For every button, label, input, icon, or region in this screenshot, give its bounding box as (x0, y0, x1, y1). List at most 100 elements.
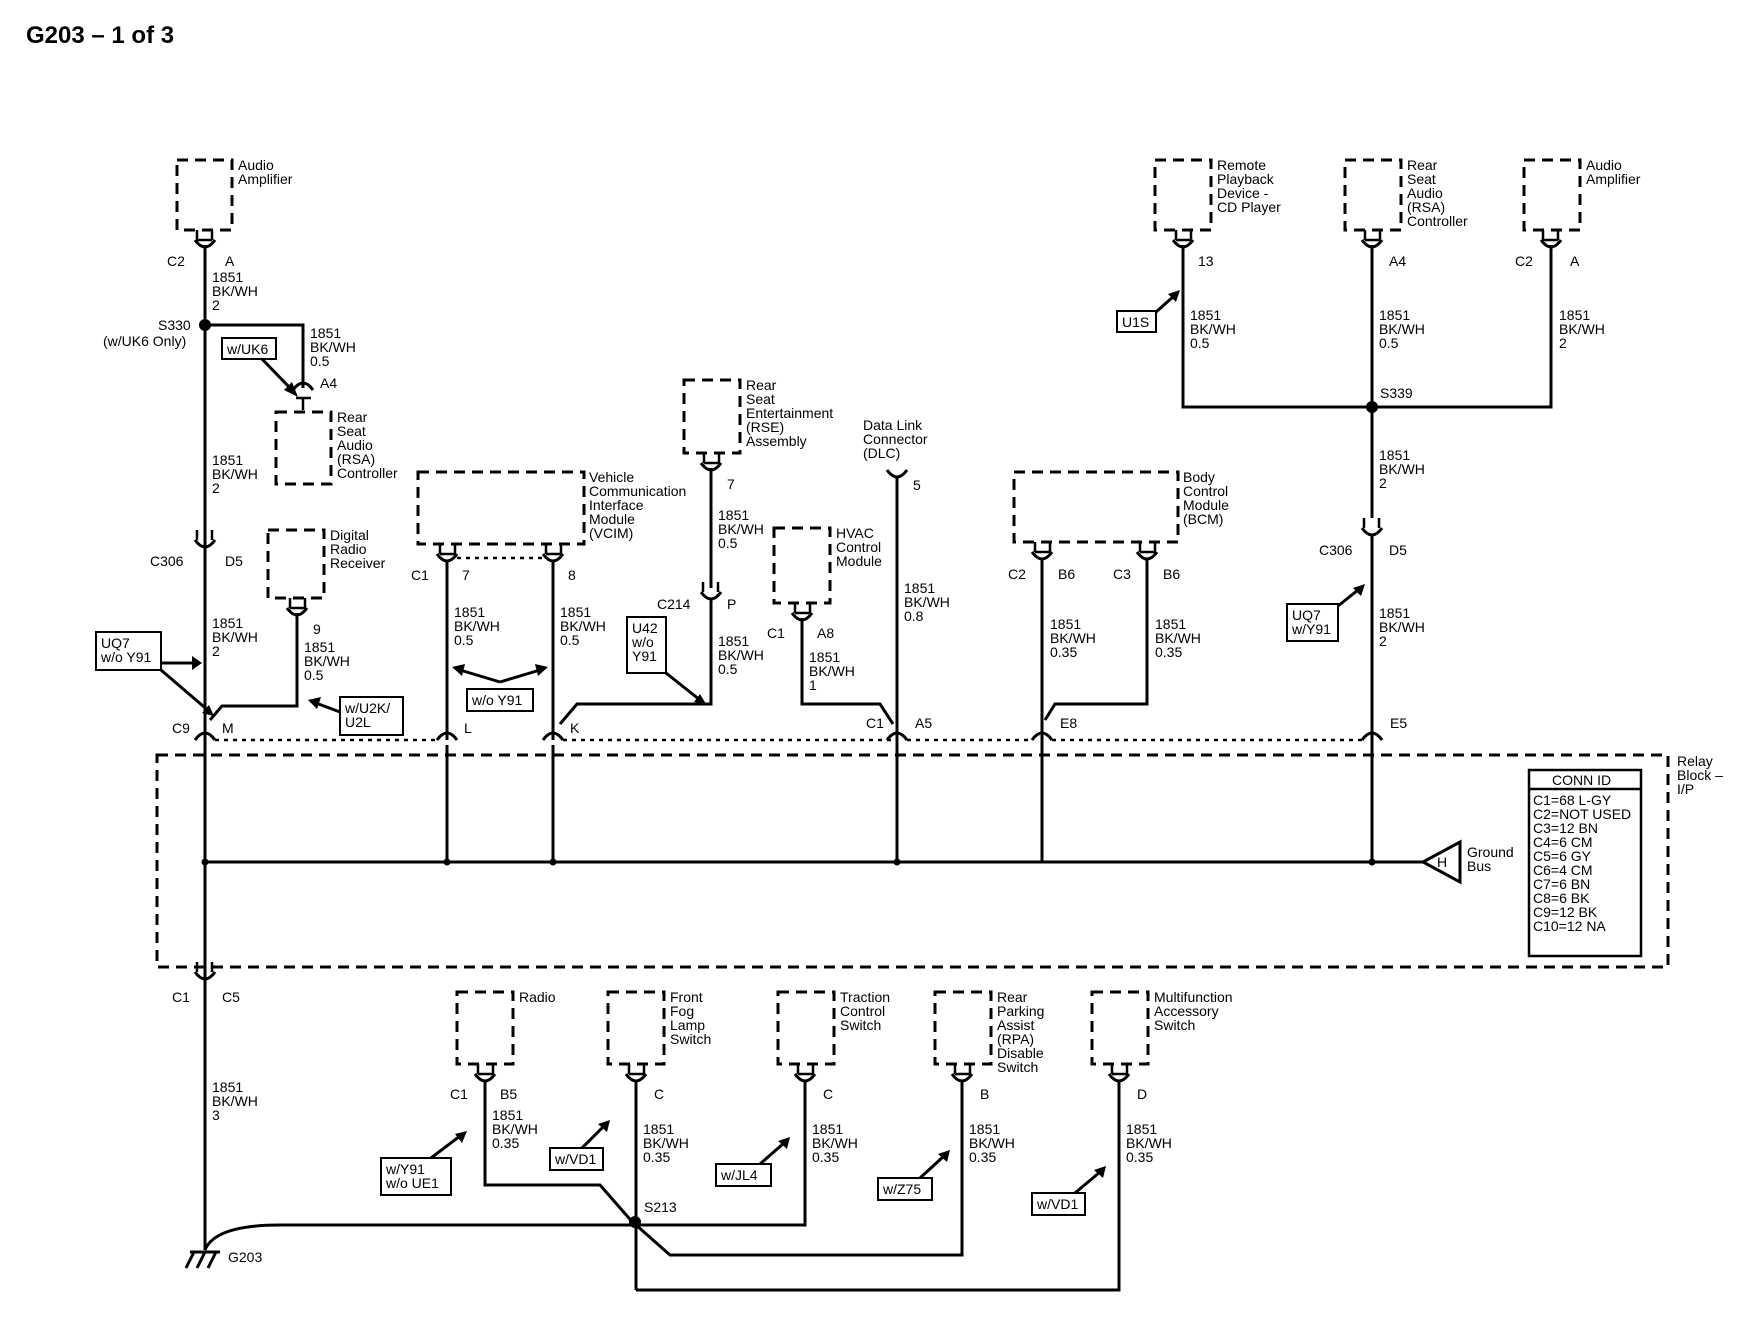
option-u1s: U1S (1116, 310, 1157, 333)
pin-p-label: P (727, 596, 736, 612)
ground-g203-label: G203 (228, 1249, 262, 1265)
pin-c5-label: C5 (222, 989, 240, 1005)
relay-block-ip (155, 753, 1670, 969)
option-wo-y91: w/o Y91 (466, 688, 534, 712)
pin-h-label: H (1437, 854, 1447, 870)
option-uk6: w/UK6 (221, 337, 277, 360)
a5-c1-label: C1 (866, 715, 884, 731)
wire-hvac-to-a5 (800, 618, 895, 725)
diagram-title: G203 – 1 of 3 (26, 22, 174, 49)
svg-text:w/VD1: w/VD1 (1036, 1196, 1078, 1212)
connector-c9-m (193, 731, 217, 741)
pin-a5-label: A5 (915, 715, 932, 731)
bcm-c3-label: C3 (1113, 566, 1131, 582)
pin-m-label: M (222, 720, 234, 736)
wire-drr-to-c9 (208, 613, 299, 721)
conn-id-header: CONN ID (1552, 772, 1611, 788)
splice-s213 (629, 1216, 641, 1228)
arrow-y91-wo-ue1-head (455, 1131, 467, 1143)
bottom-c1-label: C1 (172, 989, 190, 1005)
option-vd1-fog: w/VD1 (549, 1147, 604, 1171)
pin-b5-label: B5 (500, 1086, 517, 1102)
ground-g203-hatch (184, 1251, 218, 1269)
multifunction-terminal (1110, 1064, 1129, 1076)
bus-node-a5 (893, 858, 901, 866)
pin-d5-right: D5 (1389, 542, 1407, 558)
rsa-right-terminal (1363, 230, 1382, 242)
bus-node-m (201, 858, 209, 866)
connector-dlc (885, 469, 909, 479)
pin-e5-label: E5 (1390, 715, 1407, 731)
connector-c9-k (541, 731, 565, 741)
wire-traction (635, 1080, 807, 1227)
drr-terminal (288, 598, 307, 610)
arrow-uq7-left-2-head (202, 705, 214, 716)
c9-label: C9 (172, 720, 190, 736)
option-jl4: w/JL4 (715, 1163, 772, 1187)
arrow-u2k-head (308, 697, 321, 709)
connector-c214 (699, 591, 723, 601)
splice-s339 (1366, 401, 1378, 413)
pin-5-label: 5 (913, 477, 921, 493)
connector-e8 (1030, 731, 1054, 741)
wire-bcm-c3 (1043, 558, 1149, 721)
rse-terminal (702, 453, 721, 465)
svg-text:w/Z75: w/Z75 (882, 1181, 921, 1197)
c1-c5-terminal (195, 962, 214, 972)
bus-node-k (549, 858, 557, 866)
splice-s339-label: S339 (1380, 385, 1413, 401)
traction-terminal (796, 1064, 815, 1076)
svg-text:w/U2K/U2L: w/U2K/U2L (344, 700, 390, 730)
connector-c1-c5 (193, 971, 217, 981)
vcim-terminal-7 (438, 544, 457, 556)
pin-13-label: 13 (1198, 253, 1214, 269)
c306-right-label: C306 (1319, 542, 1353, 558)
option-u2k-u2l: w/U2K/U2L (339, 696, 404, 736)
svg-text:Radio: Radio (519, 989, 556, 1005)
wire-s330-to-rsa (205, 323, 305, 388)
splice-s330-note: (w/UK6 Only) (103, 333, 186, 349)
pin-c-traction: C (823, 1086, 833, 1102)
arrow-z75-head (938, 1150, 950, 1162)
hvac-c1-label: C1 (767, 625, 785, 641)
amp-right-terminal (1541, 230, 1560, 242)
